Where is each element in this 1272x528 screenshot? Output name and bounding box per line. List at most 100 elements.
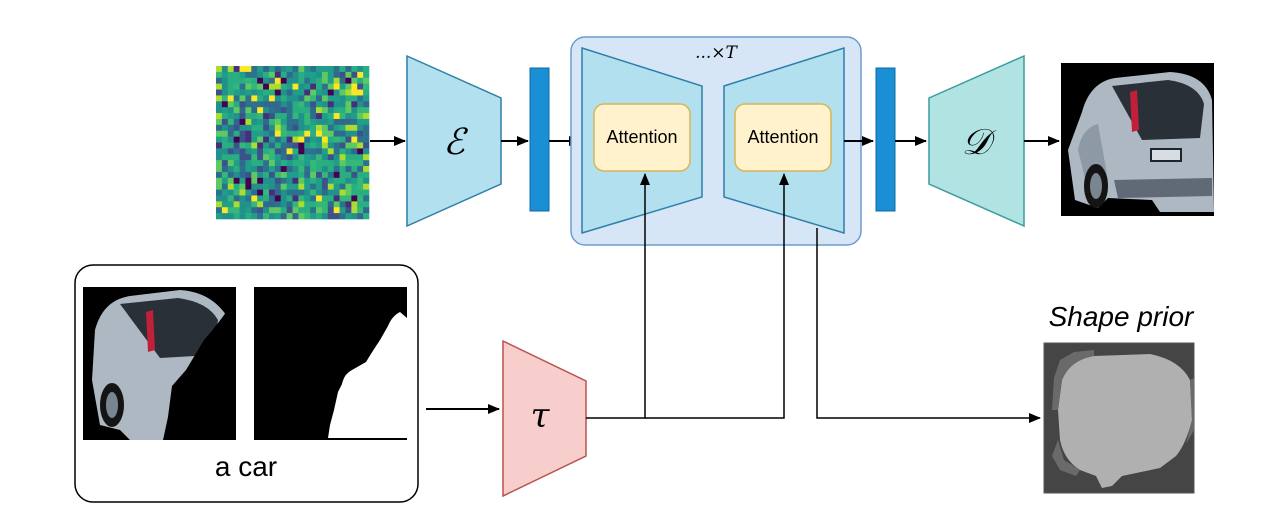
noise-cell [286,160,293,167]
noise-cell [227,89,234,96]
noise-cell [268,195,276,202]
noise-cell [216,118,223,126]
noise-cell [216,83,223,90]
noise-cell [268,148,276,155]
noise-cell [257,213,264,220]
noise-cell [274,142,282,149]
noise-cell [251,201,258,208]
noise-cell [333,213,340,220]
noise-cell [286,183,293,190]
noise-cell [351,118,358,126]
noise-cell [257,160,264,167]
noise-cell [257,66,264,73]
noise-cell [268,207,276,214]
noise-cell [351,101,358,108]
noise-cell [245,118,252,126]
noise-cell [327,195,334,202]
noise-cell [233,77,240,84]
noise-cell [339,171,346,179]
noise-cell [351,177,358,184]
noise-cell [233,177,240,184]
noise-cell [286,136,293,143]
noise-cell [280,160,287,167]
noise-cell [304,201,311,208]
noise-cell [263,66,270,73]
noise-cell [227,148,234,155]
noise-cell [245,136,252,143]
noise-cell [363,118,370,126]
noise-cell [245,66,252,73]
noise-cell [216,113,223,120]
noise-cell [327,160,334,167]
noise-cell [286,189,293,196]
noise-cell [239,201,246,208]
noise-cell [363,213,370,220]
noise-cell [327,124,334,132]
noise-cell [268,183,276,190]
noise-cell [339,89,346,96]
noise-cell [339,207,346,214]
noise-cell [286,148,293,155]
noise-cell [292,195,299,202]
noise-cell [239,95,246,102]
noise-cell [239,101,246,108]
noise-cell [286,77,293,84]
noise-cell [345,130,352,137]
noise-cell [321,154,329,161]
noise-cell [245,130,252,137]
noise-cell [339,213,346,220]
noise-cell [321,148,329,155]
noise-cell [268,66,276,73]
noise-cell [357,171,364,179]
noise-cell [339,166,346,173]
noise-cell [327,107,334,114]
noise-cell [257,83,264,90]
prompt-caption: a car [215,451,277,482]
noise-cell [298,124,305,132]
noise-cell [310,142,317,149]
noise-cell [321,160,329,167]
noise-cell [357,166,364,173]
noise-cell [286,213,293,220]
noise-cell [263,177,270,184]
noise-cell [298,118,305,126]
noise-cell [357,95,364,102]
noise-cell [304,213,311,220]
noise-cell [221,195,229,202]
noise-cell [292,71,299,79]
noise-cell [221,160,229,167]
noise-cell [351,213,358,220]
noise-cell [298,171,305,179]
noise-cell [304,166,311,173]
noise-cell [310,118,317,126]
noise-cell [310,171,317,179]
noise-cell [321,113,329,120]
noise-cell [351,66,358,73]
noise-cell [298,107,305,114]
noise-cell [357,195,364,202]
noise-cell [333,89,340,96]
noise-cell [357,189,364,196]
noise-cell [227,124,234,132]
noise-cell [251,171,258,179]
noise-cell [304,89,311,96]
noise-cell [292,207,299,214]
noise-cell [216,66,223,73]
noise-cell [251,107,258,114]
noise-cell [274,148,282,155]
noise-cell [292,142,299,149]
noise-cell [216,77,223,84]
noise-cell [216,130,223,137]
noise-cell [251,148,258,155]
noise-cell [257,118,264,126]
noise-cell [274,195,282,202]
noise-cell [257,189,264,196]
noise-cell [292,107,299,114]
noise-cell [298,136,305,143]
noise-cell [292,154,299,161]
noise-cell [310,66,317,73]
noise-cell [239,177,246,184]
noise-cell [268,136,276,143]
noise-cell [280,95,287,102]
noise-cell [233,183,240,190]
